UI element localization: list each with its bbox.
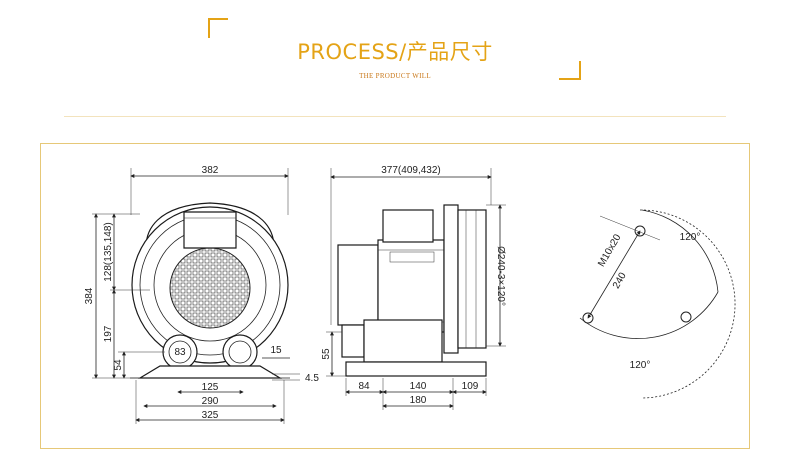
side-height-label: 55 bbox=[321, 348, 332, 360]
bolt-hole-right bbox=[680, 311, 692, 323]
side-base-d3-label: 109 bbox=[462, 381, 479, 392]
section-header: PROCESS/产品尺寸 THE PRODUCT WILL bbox=[0, 0, 790, 120]
base-width-2-label: 290 bbox=[202, 396, 219, 407]
port-diameter-label: 83 bbox=[174, 347, 186, 358]
front-motor-cowl bbox=[183, 211, 237, 249]
terminal-box bbox=[382, 209, 434, 243]
side-base-d4-label: 180 bbox=[410, 395, 427, 406]
front-total-height-label: 384 bbox=[84, 287, 95, 304]
front-width-label: 382 bbox=[202, 165, 219, 176]
flange-label: Ø240-3×120° bbox=[495, 246, 506, 306]
blower-flange bbox=[443, 204, 459, 354]
front-base-height-label: 54 bbox=[113, 359, 124, 371]
side-length-label: 377(409,432) bbox=[381, 165, 441, 176]
front-lower-height-label: 197 bbox=[103, 325, 114, 342]
bolt-pattern-view: M10x20 240 120° 120° bbox=[579, 209, 736, 399]
angle-bottom-label: 120° bbox=[630, 360, 651, 371]
side-port-1 bbox=[341, 324, 365, 358]
drawing-frame bbox=[40, 143, 750, 449]
foot-thickness-label: 4.5 bbox=[305, 373, 319, 384]
bolt-circle-arc-top bbox=[641, 209, 719, 293]
side-base bbox=[345, 361, 487, 377]
section-subtitle: THE PRODUCT WILL bbox=[359, 72, 431, 80]
side-view: 377(409,432) Ø240-3×120° 55 8 bbox=[321, 165, 506, 410]
section-title: PROCESS/产品尺寸 bbox=[297, 40, 493, 64]
front-upper-height-label: 128(135,148) bbox=[103, 222, 114, 282]
motor-endcap bbox=[337, 244, 379, 326]
side-port-2 bbox=[363, 319, 443, 363]
side-base-d2-label: 140 bbox=[410, 381, 427, 392]
blower-housing bbox=[457, 209, 487, 349]
port-right bbox=[222, 334, 258, 370]
pcd-label: 240 bbox=[611, 270, 629, 290]
angle-top-label: 120° bbox=[680, 232, 701, 243]
side-base-d1-label: 84 bbox=[358, 381, 370, 392]
port-offset-label: 15 bbox=[270, 345, 282, 356]
bolt-circle-arc bbox=[579, 291, 719, 339]
fan-grille bbox=[169, 247, 251, 329]
corner-bracket-top-left bbox=[208, 18, 228, 38]
base-width-3-label: 325 bbox=[202, 410, 219, 421]
bolt-size-label: M10x20 bbox=[596, 232, 624, 269]
front-view: 382 384 128(135,148) 197 54 83 bbox=[84, 165, 319, 424]
motor-body bbox=[377, 239, 445, 333]
base-width-1-label: 125 bbox=[202, 382, 219, 393]
front-base-feet bbox=[137, 365, 283, 379]
header-divider bbox=[64, 116, 726, 117]
corner-bracket-bottom-right bbox=[559, 61, 581, 80]
